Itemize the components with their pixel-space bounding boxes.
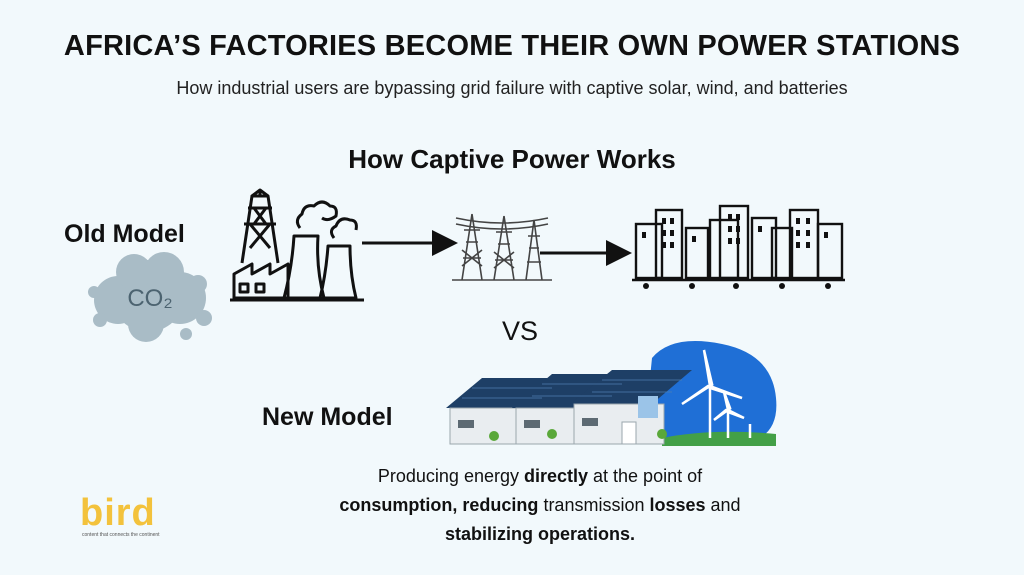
brand-logo: bird content that connects the continent: [80, 494, 160, 538]
desc-bold: losses: [649, 495, 706, 515]
new-model-label: New Model: [262, 403, 393, 431]
desc-part: and: [705, 495, 741, 515]
desc-part: Producing energy: [377, 466, 524, 486]
desc-part: transmission: [538, 495, 650, 515]
arrow-right-icon: [362, 230, 458, 256]
co2-cloud-icon: CO₂: [88, 252, 212, 342]
desc-bold: consumption, reducing: [339, 495, 539, 515]
transmission-lines-icon: [452, 213, 552, 281]
desc-bold: stabilizing operations.: [444, 524, 636, 544]
vs-label: VS: [501, 316, 539, 346]
section-heading: How Captive Power Works: [348, 144, 676, 174]
arrow-right-icon: [540, 240, 632, 266]
old-model-label: Old Model: [64, 220, 185, 248]
brand-name: bird: [80, 492, 156, 534]
infographic-subtitle: How industrial users are bypassing grid …: [176, 78, 848, 98]
power-plant-icon: [230, 188, 364, 302]
brand-tagline: content that connects the continent: [82, 532, 160, 538]
desc-bold: directly: [523, 466, 589, 486]
city-skyline-icon: [632, 204, 845, 289]
description-text: Producing energy directly at the point o…: [270, 462, 810, 549]
desc-part: at the point of: [588, 466, 703, 486]
infographic-title: AFRICA’S FACTORIES BECOME THEIR OWN POWE…: [63, 30, 961, 62]
solar-wind-homes-icon: [446, 341, 777, 446]
co2-text: CO₂: [127, 285, 172, 312]
